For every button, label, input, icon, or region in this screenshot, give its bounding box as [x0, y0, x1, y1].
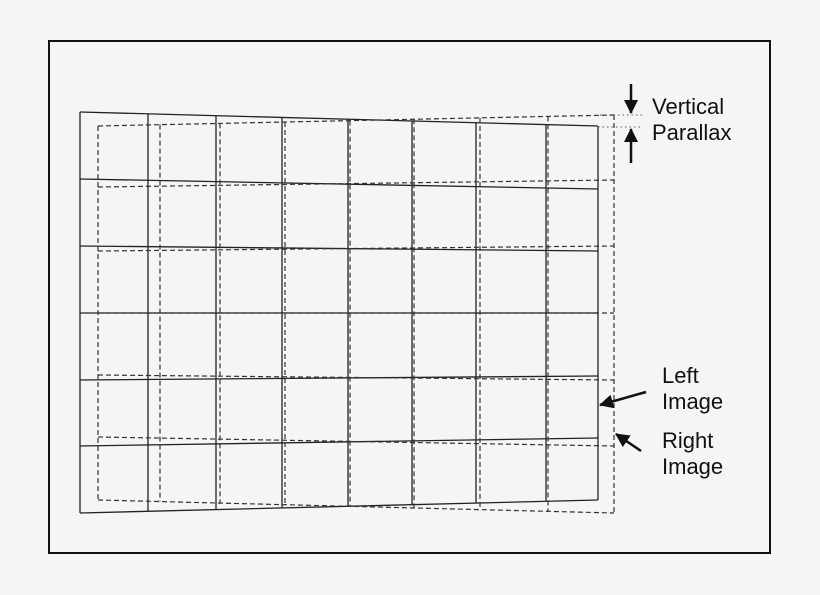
- right-grid-horizontal-line: [97, 499, 615, 514]
- outer-frame: [48, 40, 771, 554]
- vertical-parallax-label-1: Vertical: [652, 94, 724, 119]
- right-image-label-1: Right: [662, 428, 713, 453]
- right-image-label-2: Image: [662, 454, 723, 479]
- left-image-label-1: Left: [662, 363, 699, 388]
- right-grid-horizontal-line: [97, 245, 615, 252]
- left-grid-horizontal-line: [79, 111, 599, 127]
- left-image-arrow: [599, 390, 647, 409]
- right-grid-horizontal-line: [97, 114, 615, 127]
- right-image-arrow: [615, 432, 642, 453]
- right-grid-horizontal-line: [97, 374, 615, 381]
- vertical-parallax-label-2: Parallax: [652, 120, 731, 145]
- left-grid-horizontal-line: [79, 437, 599, 447]
- right-grid-horizontal-line: [97, 179, 615, 188]
- right-image-grid: [97, 114, 615, 514]
- left-grid-horizontal-line: [79, 375, 599, 381]
- right-grid-horizontal-line: [97, 436, 615, 447]
- left-image-label-2: Image: [662, 389, 723, 414]
